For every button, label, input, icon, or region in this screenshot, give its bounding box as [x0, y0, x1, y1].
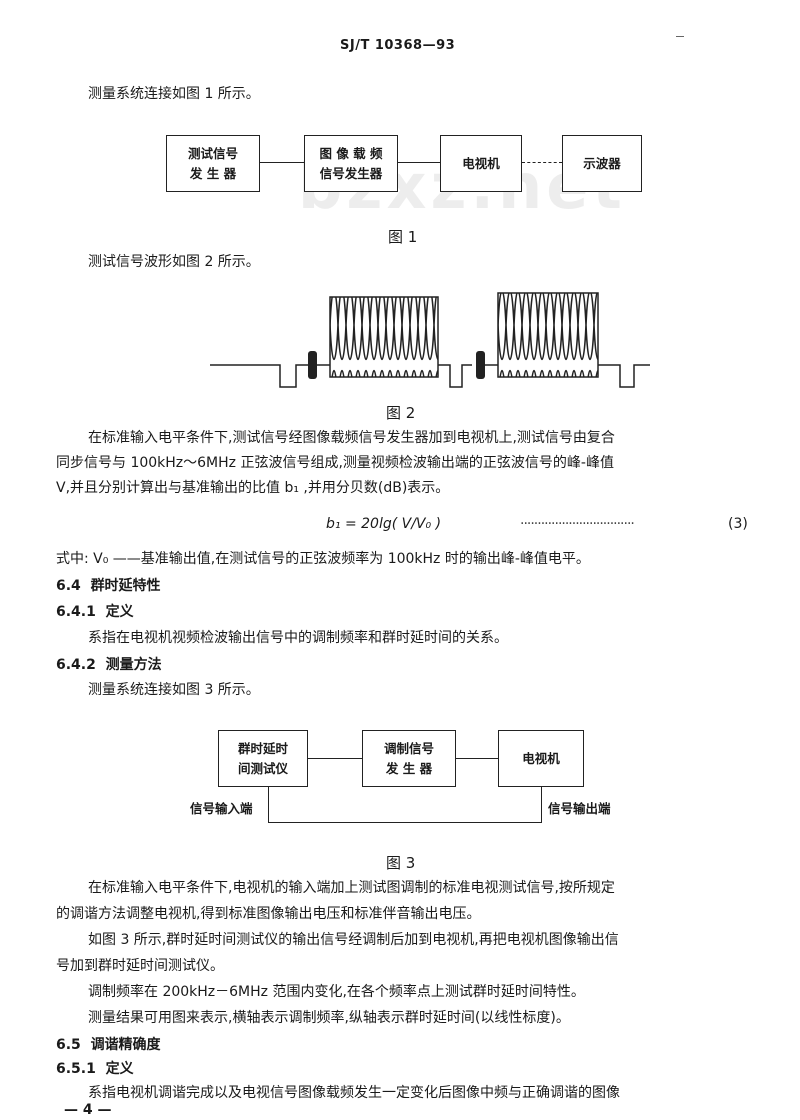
figure-3-caption: 图 3 [386, 854, 416, 872]
section-6-4-2: 6.4.2 测量方法 [56, 654, 162, 674]
paragraph-line: 如图 3 所示,群时延时间测试仪的输出信号经调制后加到电视机,再把电视机图像输出… [88, 932, 619, 948]
section-6-4: 6.4 群时延特性 [56, 575, 161, 595]
figure-2-waveform [210, 292, 650, 388]
fig3-box-tv: 电视机 [498, 730, 584, 787]
fig3-label-signal-input: 信号输入端 [190, 801, 253, 816]
paragraph-line: V,并且分别计算出与基准输出的比值 b₁ ,并用分贝数(dB)表示。 [56, 480, 450, 496]
figure-2-caption: 图 2 [386, 404, 416, 422]
section-title: 测量方法 [105, 657, 162, 673]
page-number: — 4 — [64, 1102, 112, 1118]
paragraph-line: 在标准输入电平条件下,测试信号经图像载频信号发生器加到电视机上,测试信号由复合 [88, 430, 615, 446]
section-6-5-1: 6.5.1 定义 [56, 1058, 134, 1078]
fig1-box-oscilloscope: 示波器 [562, 135, 642, 192]
fig3-connector [456, 758, 498, 759]
formula-number: (3) [728, 516, 748, 532]
fig1-box-image-carrier-generator: 图 像 载 频 信号发生器 [304, 135, 398, 192]
section-number: 6.4.2 [56, 657, 96, 673]
paragraph-line: 在标准输入电平条件下,电视机的输入端加上测试图调制的标准电视测试信号,按所规定 [88, 880, 615, 896]
definition-text: 系指在电视机视频检波输出信号中的调制频率和群时延时间的关系。 [88, 630, 508, 646]
fig1-box-test-signal-generator: 测试信号 发 生 器 [166, 135, 260, 192]
paragraph-line: 号加到群时延时间测试仪。 [56, 958, 224, 974]
fig3-box-group-delay-tester: 群时延时 间测试仪 [218, 730, 308, 787]
sine-packet-1 [329, 296, 439, 378]
section-6-4-1: 6.4.1 定义 [56, 601, 134, 621]
paragraph-line: 同步信号与 100kHz～6MHz 正弦波信号组成,测量视频检波输出端的正弦波信… [56, 455, 614, 471]
section-number: 6.5 [56, 1037, 81, 1053]
fig3-box-modulation-generator: 调制信号 发 生 器 [362, 730, 456, 787]
scan-mark [676, 36, 684, 37]
definition-text: 系指电视机调谐完成以及电视信号图像载频发生一定变化后图像中频与正确调谐的图像 [88, 1085, 620, 1101]
intro-fig2: 测试信号波形如图 2 所示。 [88, 254, 260, 270]
section-number: 6.4.1 [56, 604, 96, 620]
sine-packet-2 [497, 292, 599, 378]
section-title: 定义 [105, 1061, 134, 1077]
section-number: 6.4 [56, 578, 81, 594]
paragraph-line: 调制频率在 200kHz－6MHz 范围内变化,在各个频率点上测试群时延时间特性… [88, 984, 585, 1000]
section-title: 群时延特性 [90, 578, 161, 594]
standard-code-header: SJ/T 10368—93 [340, 38, 456, 53]
fig1-connector [398, 162, 440, 163]
intro-fig3: 测量系统连接如图 3 所示。 [88, 682, 260, 698]
paragraph-line: 测量结果可用图来表示,横轴表示调制频率,纵轴表示群时延时间(以线性标度)。 [88, 1010, 570, 1026]
section-title: 定义 [105, 604, 134, 620]
fig3-connector [308, 758, 362, 759]
fig1-box-tv: 电视机 [440, 135, 522, 192]
formula-expression: b₁ = 20lg( V/V₀ ) [326, 516, 442, 532]
paragraph-line: 的调谐方法调整电视机,得到标准图像输出电压和标准伴音输出电压。 [56, 906, 481, 922]
fig3-return-line [268, 787, 269, 823]
fig1-connector [522, 162, 562, 163]
formula-leader-dots: ································· [520, 516, 635, 532]
section-number: 6.5.1 [56, 1061, 96, 1077]
section-6-5: 6.5 调谐精确度 [56, 1034, 161, 1054]
fig3-return-line [268, 822, 542, 823]
figure-1-caption: 图 1 [388, 228, 418, 246]
intro-fig1: 测量系统连接如图 1 所示。 [88, 86, 260, 102]
fig1-connector [260, 162, 304, 163]
section-title: 调谐精确度 [90, 1037, 161, 1053]
burst-marker [476, 351, 485, 379]
where-clause: 式中: V₀ ——基准输出值,在测试信号的正弦波频率为 100kHz 时的输出峰… [56, 551, 590, 567]
fig3-label-signal-output: 信号输出端 [548, 801, 611, 816]
fig3-return-line [541, 787, 542, 823]
burst-marker [308, 351, 317, 379]
